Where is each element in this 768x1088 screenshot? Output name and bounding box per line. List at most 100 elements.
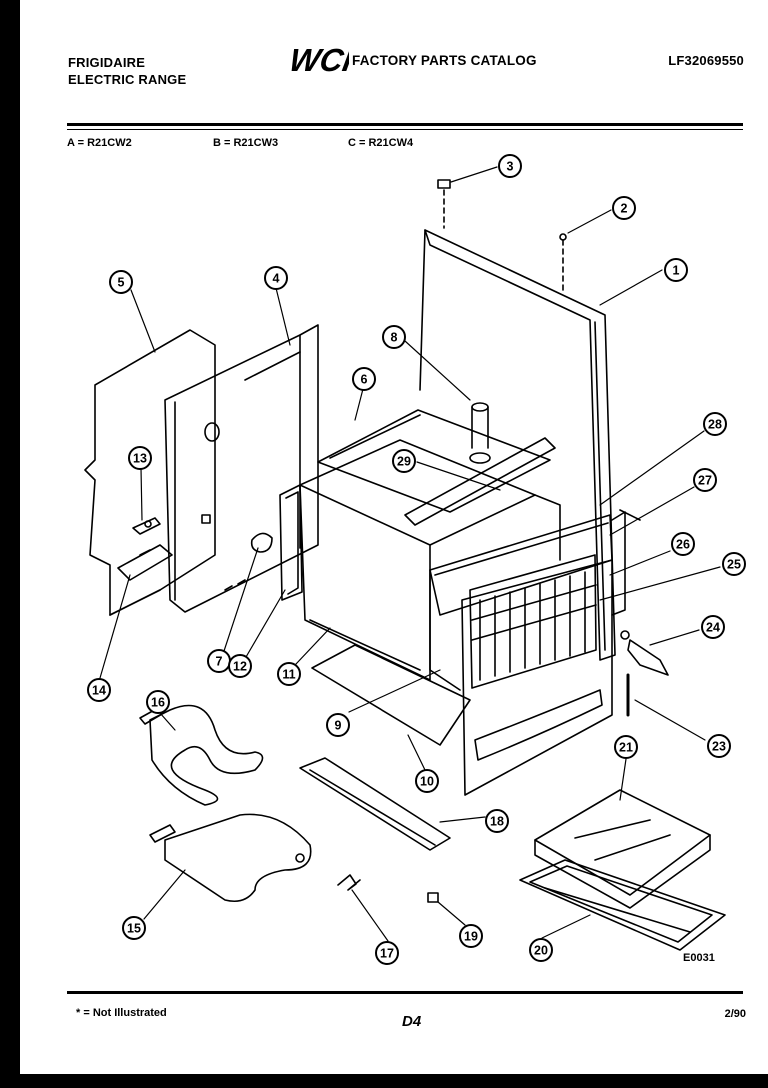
callout-4: 4 [264, 266, 288, 290]
callout-label: 9 [335, 719, 342, 733]
product-type: ELECTRIC RANGE [68, 72, 187, 87]
callout-10: 10 [415, 769, 439, 793]
part-back-panel-outer [84, 329, 216, 616]
callout-label: 15 [127, 922, 141, 936]
part-oven-rack [469, 554, 597, 689]
callout-9: 9 [326, 713, 350, 737]
callout-label: 21 [619, 741, 633, 755]
part-frame [419, 229, 616, 661]
brand-name: FRIGIDAIRE [68, 55, 146, 70]
callout-label: 8 [391, 331, 398, 345]
callout-label: 20 [534, 944, 548, 958]
model-b: B = R21CW3 [213, 137, 279, 149]
part-screw-3 [437, 179, 451, 229]
svg-text:WCI: WCI [291, 42, 349, 76]
callout-label: 18 [490, 815, 504, 829]
callout-label: 6 [361, 373, 368, 387]
callout-label: 4 [273, 272, 280, 286]
part-terminal-block [132, 517, 161, 535]
header-rule-thin [67, 129, 743, 130]
callout-29: 29 [392, 449, 416, 473]
part-top-insulation [317, 409, 551, 513]
part-back-panel-inner [164, 324, 319, 613]
part-vent-trim [404, 437, 556, 526]
catalog-part-number: LF32069550 [668, 53, 744, 68]
callout-label: 2 [621, 202, 628, 216]
callout-13: 13 [128, 446, 152, 470]
part-screw-2 [559, 233, 567, 293]
callout-19: 19 [459, 924, 483, 948]
callout-21: 21 [614, 735, 638, 759]
header-rule [67, 123, 743, 126]
callout-2: 2 [612, 196, 636, 220]
callout-label: 23 [712, 740, 726, 754]
part-heat-shield [117, 544, 173, 581]
callout-15: 15 [122, 916, 146, 940]
part-broil-element [149, 813, 312, 903]
part-element-clip [337, 874, 361, 891]
part-oven-vent [469, 402, 491, 464]
part-oven-gasket [279, 484, 303, 601]
page-number: D4 [402, 1013, 422, 1030]
callout-label: 12 [233, 660, 247, 674]
callout-label: 27 [698, 474, 712, 488]
callout-23: 23 [707, 734, 731, 758]
callout-28: 28 [703, 412, 727, 436]
callout-label: 19 [464, 930, 478, 944]
scan-edge-bottom [0, 1074, 768, 1088]
callout-25: 25 [722, 552, 746, 576]
diagram-code: E0031 [683, 952, 715, 964]
part-bake-element [139, 704, 264, 806]
callout-17: 17 [375, 941, 399, 965]
callout-1: 1 [664, 258, 688, 282]
wci-logo: WCI [291, 42, 349, 76]
callout-5: 5 [109, 270, 133, 294]
part-screw-19 [427, 892, 439, 903]
callout-label: 16 [151, 696, 165, 710]
part-broil-pan [519, 859, 726, 951]
callout-14: 14 [87, 678, 111, 702]
callout-label: 7 [216, 655, 223, 669]
callout-label: 10 [420, 775, 434, 789]
catalog-title: FACTORY PARTS CATALOG [352, 53, 537, 68]
callout-label: 11 [282, 668, 295, 682]
part-bottom-panel [311, 644, 471, 746]
callout-16: 16 [146, 690, 170, 714]
footnote: * = Not Illustrated [76, 1007, 167, 1019]
callout-label: 1 [673, 264, 680, 278]
callout-26: 26 [671, 532, 695, 556]
callout-3: 3 [498, 154, 522, 178]
part-door-hinge [620, 630, 669, 676]
callout-11: 11 [277, 662, 301, 686]
part-grommet [250, 532, 273, 553]
callout-7: 7 [207, 649, 231, 673]
part-broiler-rail [299, 757, 451, 851]
callout-label: 5 [118, 276, 125, 290]
callout-12: 12 [228, 654, 252, 678]
callout-label: 3 [507, 160, 514, 174]
part-broil-pan-insert [534, 789, 711, 909]
callout-label: 17 [380, 947, 394, 961]
revision-date: 2/90 [724, 1008, 746, 1020]
callout-24: 24 [701, 615, 725, 639]
scan-edge-left [0, 0, 20, 1088]
callout-label: 14 [92, 684, 106, 698]
callout-6: 6 [352, 367, 376, 391]
callout-label: 29 [397, 455, 411, 469]
callout-label: 28 [708, 418, 722, 432]
callout-20: 20 [529, 938, 553, 962]
model-a: A = R21CW2 [67, 137, 132, 149]
callout-label: 25 [727, 558, 741, 572]
callout-27: 27 [693, 468, 717, 492]
part-outer-door [461, 509, 641, 796]
callout-label: 13 [133, 452, 147, 466]
model-c: C = R21CW4 [348, 137, 414, 149]
callout-8: 8 [382, 325, 406, 349]
leader-lines [99, 166, 721, 942]
footer-rule [67, 991, 743, 994]
callout-label: 24 [706, 621, 720, 635]
callout-18: 18 [485, 809, 509, 833]
